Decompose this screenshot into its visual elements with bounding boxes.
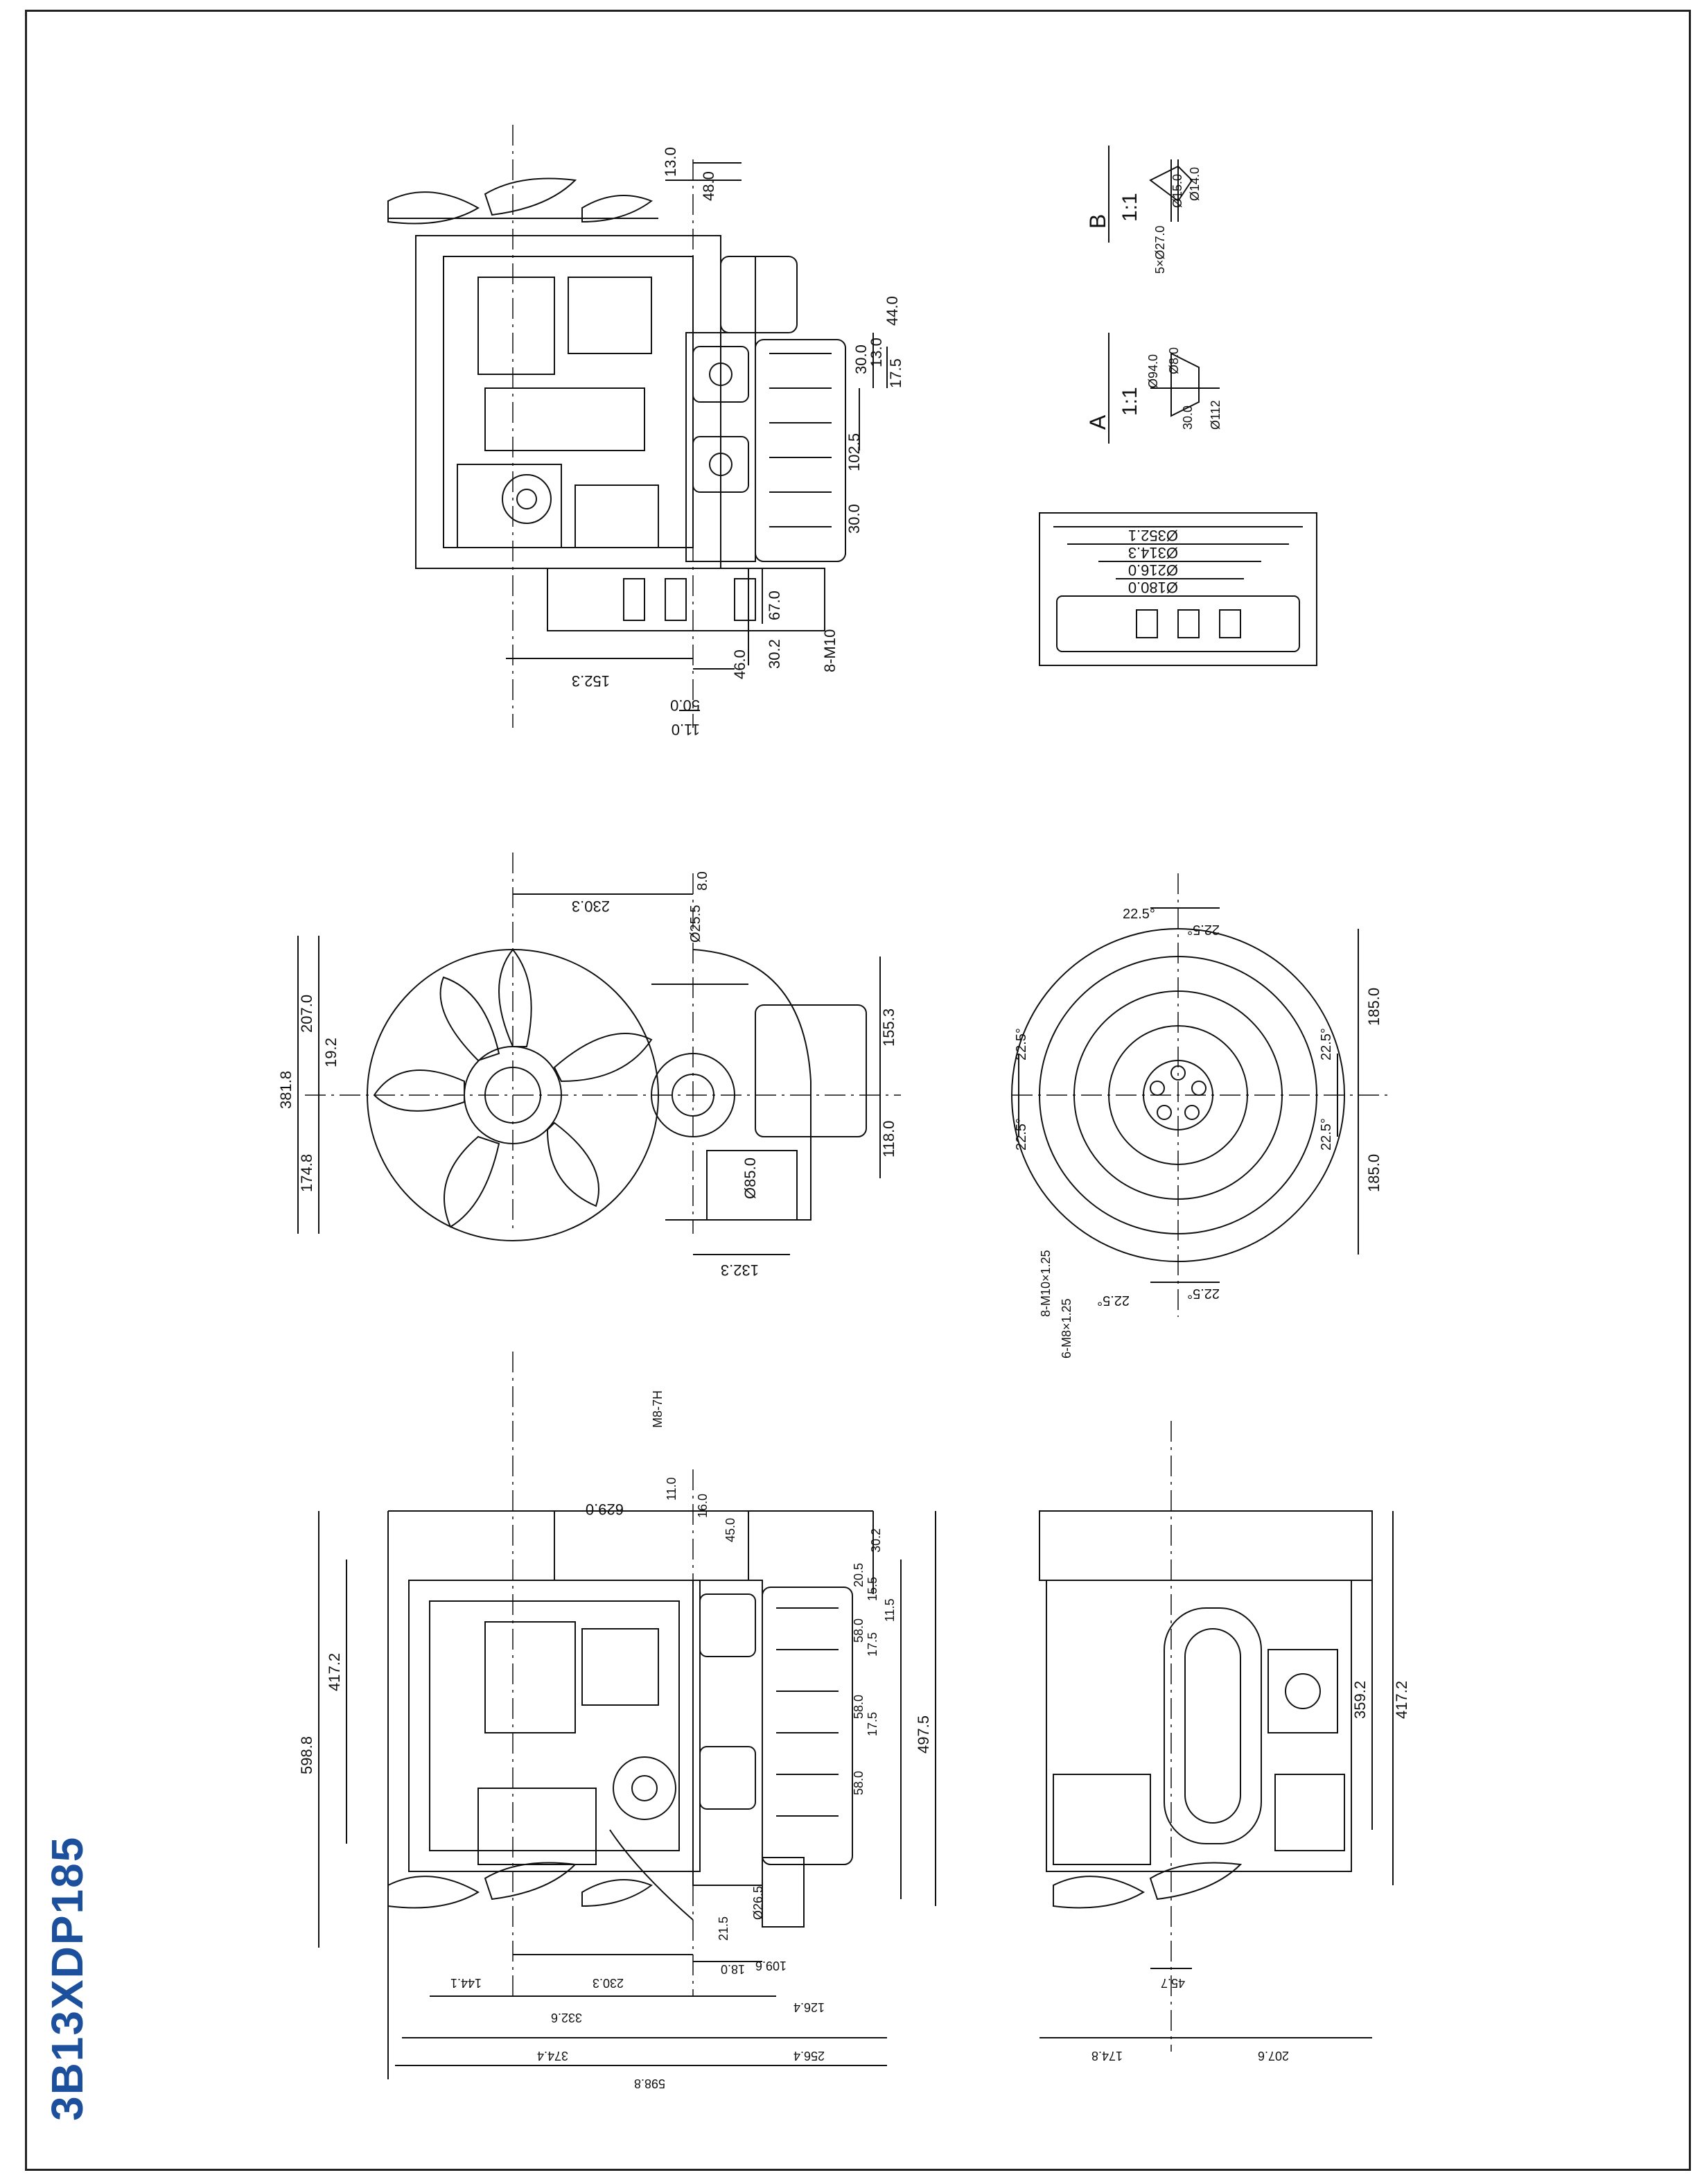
side-dim-16: 497.5 — [915, 1715, 932, 1754]
side-dim-6: 20.5 — [852, 1563, 866, 1587]
side-dim-11: 58.0 — [852, 1695, 866, 1719]
flywheel-bolt-0: 8-M10×1.25 — [1039, 1250, 1053, 1317]
detail-a-dim-1: Ø8.0 — [1167, 347, 1181, 374]
side-dim-10: 17.5 — [866, 1632, 879, 1657]
side-dim-23: 230.3 — [593, 1976, 624, 1990]
side-dim-19: 18.0 — [721, 1962, 745, 1976]
detail-a — [1108, 333, 1220, 444]
dim-top-11: 50.0 — [670, 697, 700, 714]
flywheel-angle-6: 22.5° — [1097, 1293, 1130, 1308]
dim-top-8: 67.0 — [766, 591, 783, 620]
side-dim-8: 11.5 — [883, 1598, 897, 1622]
side-dim-1: M8-7H — [651, 1390, 665, 1428]
side-dim-0: 629.0 — [586, 1501, 624, 1518]
side-dim-24: 332.6 — [551, 2011, 582, 2025]
side-dim-12: 17.5 — [866, 1712, 879, 1736]
detail-a-dim-0: Ø94.0 — [1146, 354, 1160, 388]
front-dim-3: 207.0 — [298, 995, 315, 1033]
rear-dim-2: 45.7 — [1161, 1976, 1185, 1990]
detail-a-dim-2: 30.0 — [1181, 405, 1195, 430]
side-dim-13: 58.0 — [852, 1771, 866, 1795]
side-dim-17: Ø26.5 — [751, 1886, 765, 1920]
side-dim-7: 15.5 — [866, 1577, 879, 1601]
sheet-border — [25, 10, 1691, 2171]
detail-b-dim-2: 5×Ø27.0 — [1153, 225, 1167, 274]
flywheel-angle-0: 22.5° — [1123, 907, 1155, 922]
front-dim-9: Ø85.0 — [742, 1157, 759, 1199]
rear-dim-4: 207.6 — [1258, 2049, 1289, 2063]
dim-top-10: 46.0 — [731, 649, 748, 679]
dim-top-4: 17.5 — [887, 358, 904, 388]
housing-dim-0: Ø352.1 — [1128, 527, 1178, 544]
front-dim-10: 132.3 — [721, 1261, 759, 1279]
side-dim-20: 109.6 — [755, 1959, 787, 1973]
flywheel-angle-5: 22.5° — [1319, 1118, 1334, 1151]
rear-view — [1039, 1421, 1394, 2052]
dim-top-14: 8-M10 — [821, 629, 839, 672]
detail-b-dim-1: Ø14.0 — [1188, 167, 1202, 201]
detail-a-dim-3: Ø112 — [1209, 400, 1222, 430]
detail-b — [1108, 146, 1193, 243]
side-dim-3: 16.0 — [696, 1494, 710, 1518]
model-title: 3B13XDP185 — [42, 1835, 92, 2121]
detail-b-scale: 1:1 — [1118, 193, 1141, 222]
housing-dim-1: Ø314.3 — [1128, 544, 1178, 561]
detail-b-dim-0: Ø15.0 — [1170, 174, 1184, 208]
side-dim-15: 598.8 — [298, 1736, 315, 1774]
flywheel-dim-8: 185.0 — [1365, 988, 1383, 1026]
detail-b-label: B — [1085, 214, 1110, 229]
dim-top-1: 48.0 — [700, 171, 717, 201]
side-dim-2: 11.0 — [665, 1477, 678, 1501]
dim-top-2: 44.0 — [884, 296, 901, 326]
rear-dim-1: 417.2 — [1393, 1681, 1410, 1719]
front-dim-7: 155.3 — [880, 1008, 897, 1047]
housing-dim-2: Ø216.0 — [1128, 561, 1178, 579]
dim-top-13: 152.3 — [572, 672, 610, 690]
dim-top-9: 30.2 — [766, 639, 783, 669]
front-dim-0: 230.3 — [572, 898, 610, 915]
side-dim-9: 58.0 — [852, 1618, 866, 1643]
rear-dim-0: 359.2 — [1351, 1681, 1369, 1719]
detail-a-label: A — [1085, 414, 1110, 430]
dim-top-12: 11.0 — [672, 721, 700, 738]
side-dim-22: 144.1 — [450, 1976, 482, 1990]
rear-dim-3: 174.8 — [1091, 2049, 1123, 2063]
flywheel-view — [1011, 873, 1393, 1317]
housing-dim-3: Ø180.0 — [1128, 579, 1178, 596]
side-dim-5: 30.2 — [869, 1528, 883, 1553]
side-dim-26: 256.4 — [793, 2049, 825, 2063]
side-dim-25: 374.4 — [537, 2049, 568, 2063]
flywheel-dim-9: 185.0 — [1365, 1154, 1383, 1192]
front-dim-8: 118.0 — [880, 1121, 897, 1157]
dim-top-6: 102.5 — [845, 433, 863, 471]
top-view — [387, 125, 888, 728]
side-dim-4: 45.0 — [723, 1518, 737, 1542]
front-dim-6: 174.8 — [298, 1154, 315, 1192]
flywheel-angle-1: 22.5° — [1187, 922, 1220, 937]
flywheel-angle-2: 22.5° — [1014, 1028, 1029, 1060]
front-dim-1: 8.0 — [695, 871, 710, 891]
flywheel-angle-4: 22.5° — [1319, 1028, 1334, 1060]
side-dim-21: 126.4 — [793, 2000, 825, 2014]
side-dim-14: 417.2 — [326, 1653, 343, 1691]
flywheel-angle-3: 22.5° — [1014, 1118, 1029, 1151]
flywheel-bolt-1: 6-M8×1.25 — [1060, 1298, 1073, 1359]
side-dim-27: 598.8 — [634, 2077, 665, 2090]
side-view — [318, 1352, 936, 2079]
front-dim-2: Ø25.5 — [688, 905, 703, 943]
front-dim-4: 19.2 — [322, 1038, 340, 1067]
side-dim-18: 21.5 — [717, 1916, 730, 1941]
dim-top-0: 13.0 — [662, 147, 679, 177]
dim-top-3: 13.0 — [868, 338, 885, 367]
front-dim-5: 381.8 — [277, 1071, 295, 1109]
flywheel-angle-7: 22.5° — [1187, 1286, 1220, 1301]
front-view — [297, 853, 901, 1255]
dim-top-7: 30.0 — [845, 504, 863, 534]
dim-top-5: 30.0 — [852, 344, 870, 374]
detail-a-scale: 1:1 — [1118, 387, 1141, 416]
flywheel-housing-section — [1039, 512, 1317, 666]
